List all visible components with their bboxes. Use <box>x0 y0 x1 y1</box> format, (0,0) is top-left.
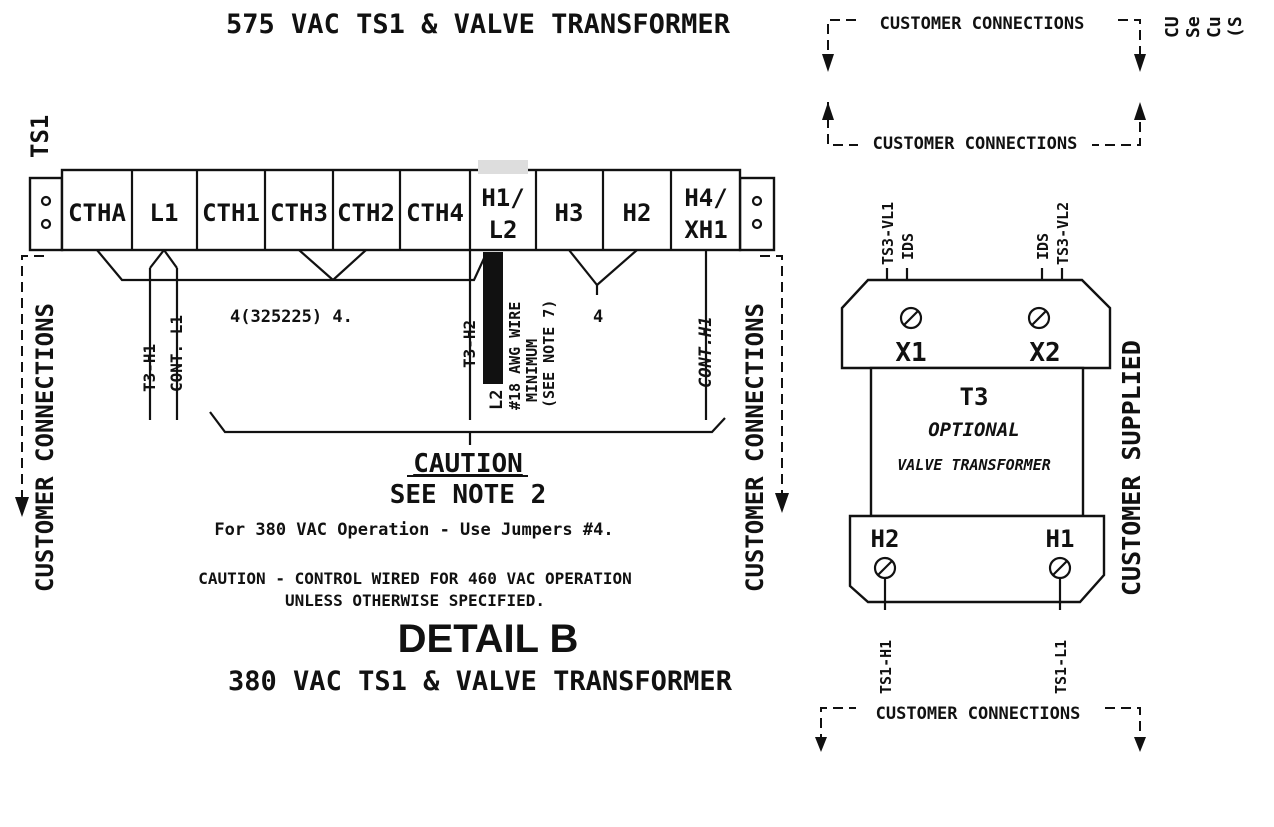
transformer-core <box>869 366 1085 518</box>
arrow-up-icon <box>1134 102 1146 120</box>
label-mask <box>858 134 1092 150</box>
wire-label-cont-h1: CONT.H1 <box>696 316 716 388</box>
lead-ids-right: IDS <box>1034 233 1052 260</box>
arrow-down-icon <box>1134 737 1146 752</box>
wire-label-l2: L2 <box>487 390 507 410</box>
detail-a-title: 575 VAC TS1 & VALVE TRANSFORMER <box>226 9 731 40</box>
lead-ts1-h1: TS1-H1 <box>877 640 895 694</box>
terminal-cth1: CTH1 <box>202 199 260 227</box>
screw-slot <box>1052 560 1068 576</box>
edge-text-1: CU <box>1162 16 1183 38</box>
mount-hole <box>40 195 52 207</box>
bottom-customer-connections: CUSTOMER CONNECTIONS <box>876 704 1081 724</box>
jumper-label-mid: 4(325225) 4. <box>230 307 353 327</box>
arrow-down-icon <box>1134 54 1146 72</box>
terminal-x1: X1 <box>895 338 926 368</box>
detail-b-title: 380 VAC TS1 & VALVE TRANSFORMER <box>228 666 733 697</box>
right-customer-connections: CUSTOMER CONNECTIONS <box>741 303 769 592</box>
label-mask <box>858 14 1112 30</box>
lower-leads <box>883 578 1062 610</box>
right-connection-bracket <box>760 255 783 496</box>
jumper-wiring <box>96 249 726 445</box>
caution-line-1: For 380 VAC Operation - Use Jumpers #4. <box>214 520 613 540</box>
detail-b-heading: DETAIL B <box>398 617 579 661</box>
arrow-down-icon <box>815 737 827 752</box>
terminal-cth3: CTH3 <box>270 199 328 227</box>
terminal-xh1: XH1 <box>684 216 727 244</box>
screw-slot <box>877 560 893 576</box>
strip-end-cap-right <box>738 176 776 252</box>
caution-heading: CAUTION <box>413 449 523 479</box>
terminal-cth4: CTH4 <box>406 199 464 227</box>
customer-supplied-label: CUSTOMER SUPPLIED <box>1117 340 1146 596</box>
ts1-label: TS1 <box>26 115 54 158</box>
terminal-h1: H1/ <box>481 184 524 212</box>
left-connection-bracket <box>21 255 44 500</box>
caution-line-2: CAUTION - CONTROL WIRED FOR 460 VAC OPER… <box>198 569 631 588</box>
wire-spec-line3: (SEE NOTE 7) <box>540 300 558 408</box>
transformer-desc: VALVE TRANSFORMER <box>897 456 1051 474</box>
mount-hole <box>751 195 763 207</box>
lead-ids-left: IDS <box>899 233 917 260</box>
terminal-dividers <box>130 170 673 250</box>
wire-spec-line2: MINIMUM <box>523 339 541 402</box>
arrow-down-icon <box>822 54 834 72</box>
arrow-down-icon <box>15 497 29 517</box>
screw-slot <box>903 310 919 326</box>
terminal-l2: L2 <box>489 216 518 244</box>
terminal-h2: H2 <box>623 199 652 227</box>
wire-label-t3-h2: T3-H2 <box>460 320 479 368</box>
transformer-top-block <box>840 278 1112 370</box>
screw-slot <box>1031 310 1047 326</box>
terminal-cth2: CTH2 <box>337 199 395 227</box>
screw-terminal-icon <box>1027 306 1051 330</box>
transformer-optional: OPTIONAL <box>928 419 1020 441</box>
arrow-up-icon <box>822 102 834 120</box>
left-customer-connections: CUSTOMER CONNECTIONS <box>31 303 59 592</box>
mount-hole <box>751 218 763 230</box>
terminal-h3: H3 <box>555 199 584 227</box>
jumper-label-right: 4 <box>593 307 603 327</box>
mount-hole <box>40 218 52 230</box>
terminal-h1-t3: H1 <box>1046 525 1075 553</box>
caution-note: SEE NOTE 2 <box>390 480 547 510</box>
top-customer-connections-2: CUSTOMER CONNECTIONS <box>873 134 1078 154</box>
edge-text-2: Se <box>1183 16 1204 38</box>
l2-heavy-wire <box>483 252 503 384</box>
lead-ts1-l1: TS1-L1 <box>1052 640 1070 694</box>
terminal-tab-shade <box>478 160 528 174</box>
transformer-bottom-block <box>848 514 1106 604</box>
edge-text-3: Cu <box>1204 16 1225 38</box>
terminal-h4: H4/ <box>684 184 727 212</box>
top-customer-connections-1: CUSTOMER CONNECTIONS <box>880 14 1085 34</box>
edge-text-4: (S <box>1225 16 1246 38</box>
caution-line-3: UNLESS OTHERWISE SPECIFIED. <box>285 591 545 610</box>
label-mask <box>856 702 1102 718</box>
wire-label-t3-h1: T3-H1 <box>140 344 159 392</box>
terminal-x2: X2 <box>1029 338 1060 368</box>
transformer-name: T3 <box>960 383 989 411</box>
lead-ts3-vl2: TS3-VL2 <box>1054 202 1072 265</box>
terminal-ctha: CTHA <box>68 199 126 227</box>
terminal-l1: L1 <box>150 199 179 227</box>
screw-terminal-icon <box>899 306 923 330</box>
lead-ts3-vl1: TS3-VL1 <box>879 202 897 265</box>
arrow-down-icon <box>775 493 789 513</box>
strip-end-cap-left <box>28 176 64 252</box>
wire-spec-line1: #18 AWG WIRE <box>506 302 524 410</box>
wire-label-cont-l1: CONT. L1 <box>167 315 186 392</box>
terminal-h2-t3: H2 <box>871 525 900 553</box>
